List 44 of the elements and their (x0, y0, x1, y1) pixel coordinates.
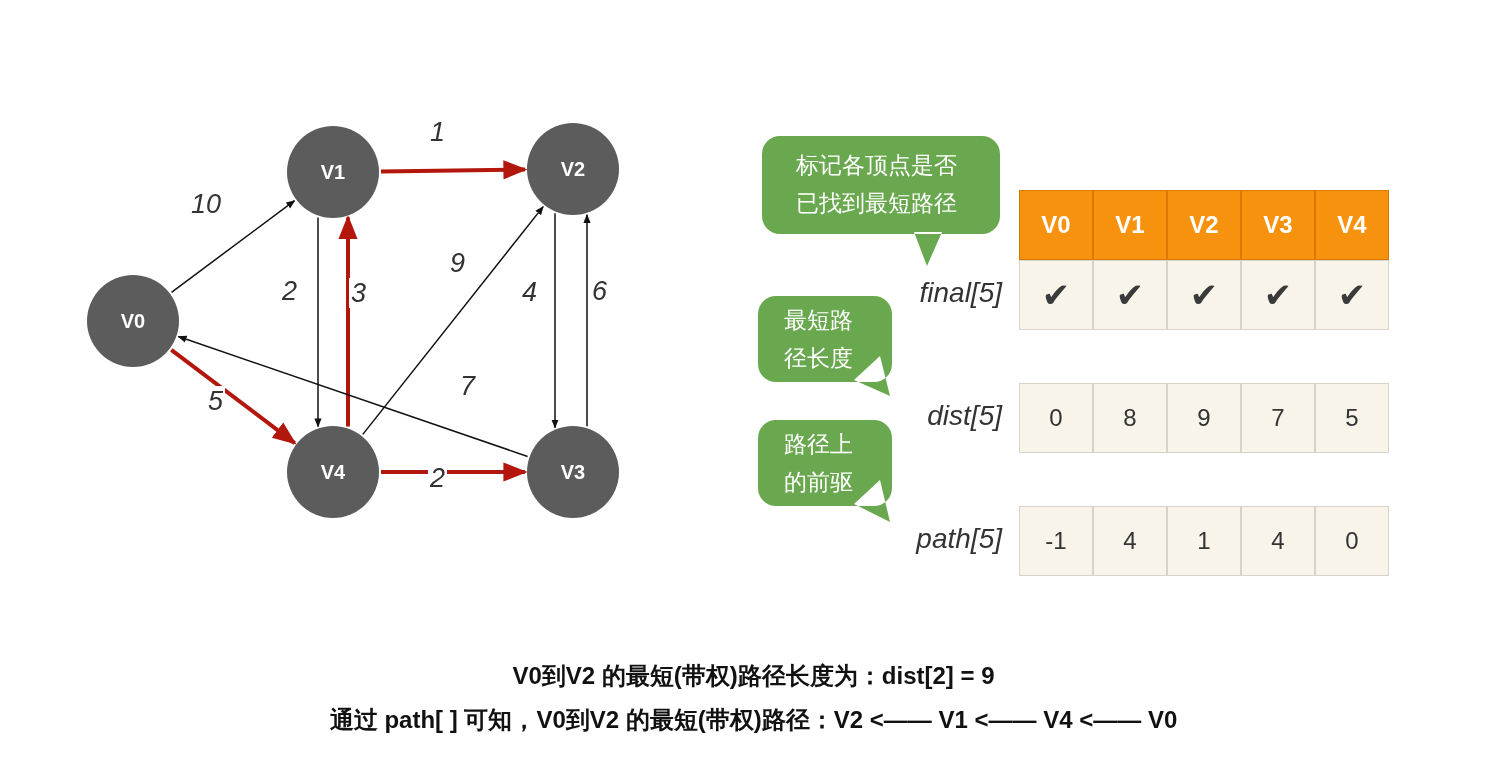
vertex-circle: V4 (287, 426, 379, 518)
vertex-circle: V3 (527, 426, 619, 518)
arrow (362, 205, 544, 436)
table-cell: ✔ (1093, 260, 1167, 330)
result-text: V0到V2 的最短(带权)路径长度为：dist[2] = 9 (511, 661, 996, 691)
arrow (170, 199, 296, 294)
table-cell: 8 (1093, 383, 1167, 453)
array-name: path[5] (916, 523, 1002, 555)
arrow (177, 335, 529, 458)
table-cell: 9 (1167, 383, 1241, 453)
table-cell: -1 (1019, 506, 1093, 576)
arrow (338, 215, 358, 427)
arrow (583, 213, 591, 427)
table-cell: 1 (1167, 506, 1241, 576)
callout-text: 标记各顶点是否已找到最短路径 (796, 151, 958, 218)
array-name: dist[5] (927, 400, 1002, 432)
table-cell: 0 (1315, 506, 1389, 576)
header-cell: V4 (1315, 190, 1389, 260)
result-text: 通过 path[ ] 可知，V0到V2 的最短(带权)路径：V2 <—— V1 <—— V4 <—— V0 (328, 705, 1179, 735)
edge-label: 3 (349, 278, 369, 308)
arrow (314, 216, 322, 428)
table-cell: 4 (1241, 506, 1315, 576)
callout-text: 最短路径长度 (784, 306, 854, 373)
table-cell: ✔ (1241, 260, 1315, 330)
callout-text: 路径上的前驱 (784, 430, 854, 497)
table-cell: 4 (1093, 506, 1167, 576)
vertex-circle: V2 (527, 123, 619, 215)
table-cell: 0 (1019, 383, 1093, 453)
array-name: final[5] (919, 277, 1002, 309)
table-cell: 5 (1315, 383, 1389, 453)
vertex-circle: V1 (287, 126, 379, 218)
header-cell: V2 (1167, 190, 1241, 260)
table-cell: ✔ (1019, 260, 1093, 330)
arrow (380, 160, 528, 180)
vertex-circle: V0 (87, 275, 179, 367)
table-cell: ✔ (1315, 260, 1389, 330)
arrow (170, 348, 297, 445)
header-cell: V1 (1093, 190, 1167, 260)
arrow (551, 212, 559, 429)
header-cell: V0 (1019, 190, 1093, 260)
arrow (381, 462, 528, 482)
table-cell: ✔ (1167, 260, 1241, 330)
table-cell: 7 (1241, 383, 1315, 453)
header-cell: V3 (1241, 190, 1315, 260)
